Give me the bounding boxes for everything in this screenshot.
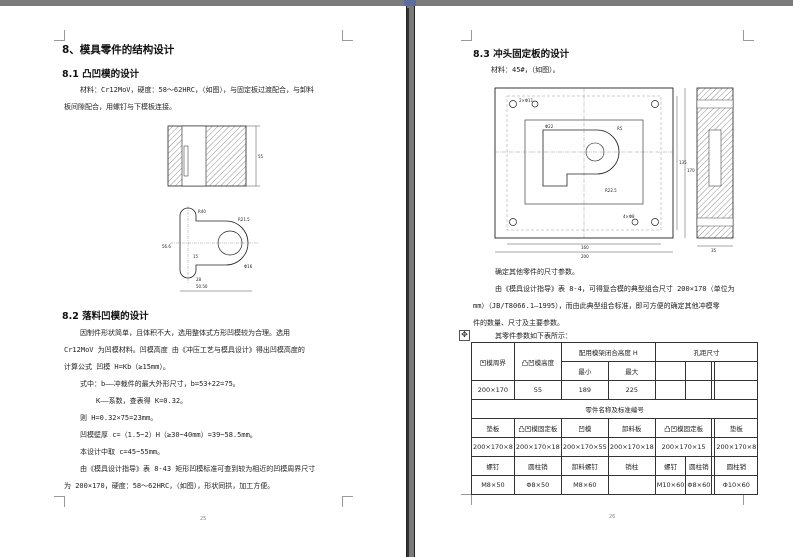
crop-mark: [743, 494, 754, 505]
table-cell: Φ8×50: [513, 475, 562, 495]
table-cell: 螺钉: [471, 456, 515, 476]
paragraph-line: 式中：b——冲裁件的最大外形尺寸，b=53+22=75。: [80, 380, 240, 388]
table-cell: 垫板: [714, 418, 759, 438]
dim-label: 56.6: [162, 244, 171, 249]
punch-die-drawing: 55 R40 R21.5 56.6 15 50.50 28 Φ16: [162, 125, 264, 292]
table-cell: 凹模: [560, 418, 609, 438]
table-cell: 卸料板: [607, 418, 656, 438]
document-page-25: 8、模具零件的结构设计 8.1 凸凹模的设计 材料：Cr12MoV，硬度：58～…: [0, 6, 407, 557]
paragraph-line: 材料：45#，（如图）。: [491, 66, 560, 74]
crop-mark: [743, 30, 754, 41]
subsection-heading: 8.3 冲头固定板的设计: [473, 49, 570, 60]
table-cell: 凹模周界: [471, 342, 515, 381]
subsection-heading: 8.2 落料凹模的设计: [62, 311, 149, 322]
table-cell: 凸凹模固定板: [513, 418, 562, 438]
document-page-26: 8.3 冲头固定板的设计 材料：45#，（如图）。 2×Φ11 Φ22 R5 R…: [414, 6, 793, 557]
table-cell: 最小: [560, 361, 609, 381]
paragraph-line: 件的数量、尺寸及主要参数。: [473, 319, 564, 327]
paragraph-line: 因制件形状简单，且体积不大，选用整体式方形凹模较为合理。选用: [80, 329, 290, 337]
paragraph-line: K——系数，查表得 K=0.32。: [96, 397, 188, 405]
table-cell: 200×170×15: [654, 437, 713, 457]
paragraph-line: 确定其他零件的尺寸参数。: [495, 268, 579, 276]
table-cell: 螺钉: [654, 456, 687, 476]
paragraph-line: 凹模壁厚 c=（1.5~2）H（≥30~40mm）=39~58.5mm。: [80, 431, 257, 439]
dim-label: 2×Φ11: [519, 98, 534, 103]
paragraph-line: 其零件参数如下表所示：: [495, 332, 572, 340]
table-cell: 配用模架闭合高度 H: [560, 342, 656, 362]
dim-label: 170: [687, 168, 695, 173]
dim-label: Φ16: [244, 264, 253, 269]
table-cell: 200×170: [471, 380, 515, 400]
paragraph-line: 则 H=0.32×75=23mm。: [80, 414, 158, 422]
table-cell: 最大: [607, 361, 656, 381]
crop-mark: [461, 30, 472, 41]
dim-label: 28: [196, 277, 202, 282]
table-cell: 圆柱销: [714, 456, 759, 476]
crop-mark: [342, 30, 353, 41]
table-cell: 200×170×55: [560, 437, 609, 457]
parts-spec-table: 凹模周界 凸凹模高度 配用模架闭合高度 H 孔距尺寸 最小 最大 200×170…: [470, 342, 759, 495]
table-cell: 200×170×18: [513, 437, 562, 457]
fixed-plate-drawing: 2×Φ11 Φ22 R5 R22.5 4×Φ8 160 200 135 170 …: [494, 87, 734, 259]
table-cell: 圆柱销: [685, 456, 713, 476]
paragraph-line: 板间隙配合，用螺钉与下模板连接。: [64, 103, 176, 111]
dim-label: R40: [198, 209, 206, 214]
table-cell: 销柱: [607, 456, 656, 476]
table-cell: M8×60: [560, 475, 609, 495]
dim-label: R22.5: [605, 188, 617, 193]
svg-text:55: 55: [258, 154, 264, 159]
table-cell: 凸凹模高度: [513, 342, 562, 381]
table-section-title: 零件名称及标准编号: [470, 399, 759, 419]
paragraph-line: 由《模具设计指导》表 8-4，可得复合模的典型组合尺寸 200×170（单位为: [495, 285, 735, 293]
table-cell: Φ8×60: [685, 475, 713, 495]
page-number: 26: [609, 514, 616, 520]
crop-mark: [461, 494, 472, 505]
dim-label: 35: [711, 248, 717, 253]
dim-label: R21.5: [238, 217, 250, 222]
window-top-bar: [404, 0, 416, 6]
dim-label: 4×Φ8: [623, 214, 635, 219]
dim-label: R5: [617, 126, 623, 131]
table-move-handle[interactable]: ✥: [459, 330, 470, 341]
table-cell: M10×60: [654, 475, 687, 495]
dim-label: 15: [193, 254, 199, 259]
paragraph-line: 本设计中取 c=45~55mm。: [80, 448, 165, 456]
table-cell: 200×170×18: [607, 437, 656, 457]
paragraph-line: Cr12MoV 为凹模材料。凹模高度 由《冲压工艺与模具设计》得出凹模高度的: [64, 346, 305, 354]
crop-mark: [54, 30, 65, 41]
table-cell: 卸料螺钉: [560, 456, 609, 476]
dim-label: 160: [581, 245, 589, 250]
table-cell: 55: [513, 380, 562, 400]
dim-label: 200: [581, 254, 589, 259]
table-cell: 凸凹模固定板: [654, 418, 713, 438]
crop-mark: [342, 496, 353, 507]
table-cell: 189: [560, 380, 609, 400]
table-cell: 200×170×8: [471, 437, 515, 457]
section-heading: 8、模具零件的结构设计: [62, 44, 175, 56]
page-number: 25: [200, 516, 207, 522]
table-cell: 垫板: [471, 418, 515, 438]
paragraph-line: 为 200×170，硬度：58～62HRC，（如图），形状同拱，加工方便。: [64, 482, 275, 490]
paragraph-line: 由《模具设计指导》表 8-43 矩形凹模标准可查到较为相近的凹模周界尺寸: [80, 465, 316, 473]
table-cell: Φ10×60: [714, 475, 759, 495]
table-cell: 200×170×8: [714, 437, 759, 457]
table-cell: 孔距尺寸: [654, 342, 759, 362]
dim-label: Φ22: [545, 124, 554, 129]
paragraph-line: 材料：Cr12MoV，硬度：58～62HRC，（如图），与固定板过渡配合，与卸料: [80, 86, 315, 94]
paragraph-line: 计算公式 凹模 H=Kb（≥15mm）。: [64, 363, 170, 371]
subsection-heading: 8.1 凸凹模的设计: [62, 69, 140, 80]
crop-mark: [54, 496, 65, 507]
dim-label: 50.50: [196, 284, 208, 289]
table-cell: 225: [607, 380, 656, 400]
dim-label: 135: [679, 160, 687, 165]
table-cell: M8×50: [471, 475, 515, 495]
paragraph-line: mm）（JB/T8066.1—1995），而由此典型组合标准，即可方便的确定其他…: [473, 302, 720, 310]
table-cell: 圆柱销: [513, 456, 562, 476]
